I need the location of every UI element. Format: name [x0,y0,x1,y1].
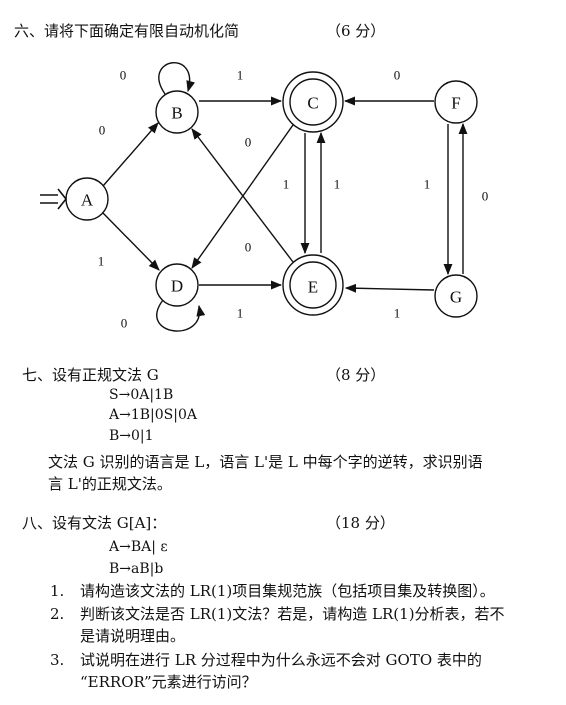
q7-text-line-1: 文法 G 识别的语言是 L，语言 L'是 L 中每个字的逆转，求识别语 [48,453,483,471]
state-f [434,80,478,124]
state-label-a: A [81,191,94,210]
edge-label-a-b: 0 [99,123,106,138]
edge-label-g-e: 1 [394,306,401,321]
edge-label-g-f: 0 [482,189,489,204]
q8-rule-2: B→aB|b [109,561,164,577]
q8-item-2-num: 2. [50,605,65,623]
edge-label-a-d: 1 [98,254,105,269]
edge-b-b [158,61,196,95]
edge-label-f-c: 0 [394,68,401,83]
edge-a-d [102,212,160,271]
state-label-e: E [308,278,318,297]
q8-item-2-line-1: 判断该文法是否 LR(1)文法？若是，请构造 LR(1)分析表，若不 [80,605,505,623]
q8-item-3-num: 3. [50,651,65,669]
edge-label-e-b: 0 [245,240,252,255]
state-label-c: C [307,94,318,113]
q8-item-1-num: 1. [50,582,65,600]
state-e-outer [282,254,344,316]
q7-rule-2: A→1B|0S|0A [109,407,197,423]
edge-e-b [191,128,294,263]
edge-a-b [102,122,159,187]
edge-label-b-b: 0 [120,68,127,83]
state-e-inner [289,261,337,309]
start-arrow [40,188,68,210]
edge-label-f-g: 1 [424,177,431,192]
q8-score: （18 分） [326,514,395,532]
edge-g-e [344,283,435,293]
state-label-d: D [171,277,183,296]
q6-title: 六、请将下面确定有限自动机化简 [14,22,240,40]
q8-rule-1: A→BA| ε [109,539,168,555]
state-label-b: B [171,104,182,123]
state-label-f: F [451,94,460,113]
q7-text-line-2: 言 L'的正规文法。 [48,475,172,493]
q8-item-2-line-2: 是请说明理由。 [80,627,186,645]
state-c-outer [282,71,344,133]
state-g [434,274,478,318]
edge-d-d [156,299,206,332]
q8-item-3-line-2: “ERROR”元素进行访问？ [80,673,257,691]
q8-title: 八、设有文法 G[A]： [22,514,167,532]
edge-label-c-e: 1 [283,177,290,192]
q7-score: （8 分） [326,366,386,384]
q8-item-1-line-1: 请构造该文法的 LR(1)项目集规范族（包括项目集及转换图）。 [80,582,495,600]
edge-label-d-d: 0 [121,316,128,331]
edge-label-b-c: 1 [237,68,244,83]
edge-label-e-c: 1 [334,177,341,192]
edge-label-d-e: 1 [237,306,244,321]
q8-item-3-line-1: 试说明在进行 LR 分过程中为什么永远不会对 GOTO 表中的 [80,651,482,669]
q7-rule-1: S→0A|1B [109,387,174,403]
q7-title: 七、设有正规文法 G [22,366,159,384]
state-c-inner [289,78,337,126]
state-d [155,263,199,307]
q7-rule-3: B→0|1 [109,428,154,444]
dfa-diagram: A B C D E F G 0 0 1 1 0 0 1 1 0 1 0 0 1 … [40,61,489,332]
q6-score: （6 分） [326,22,386,40]
edge-label-c-d: 0 [245,135,252,150]
state-b [155,90,199,134]
state-label-g: G [450,288,462,307]
